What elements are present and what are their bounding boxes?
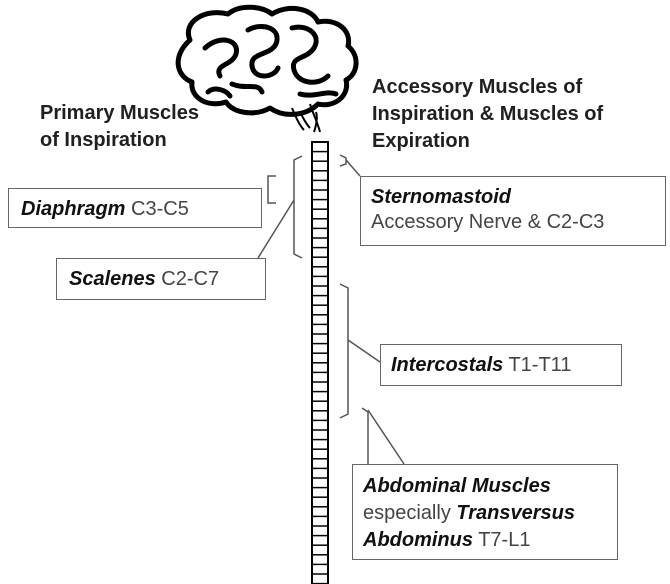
intercostals-label: Intercostals T1-T11	[380, 344, 622, 386]
diaphragm-bracket	[268, 176, 276, 203]
scalenes-label: Scalenes C2-C7	[56, 258, 266, 300]
sternomastoid-bracket	[340, 155, 346, 166]
abdominal-name2: Transversus	[456, 502, 575, 524]
diaphragm-label: Diaphragm C3-C5	[8, 188, 262, 228]
sternomastoid-name: Sternomastoid	[371, 186, 511, 208]
abdominal-qualifier: especially	[363, 502, 451, 524]
accessory-heading-line1: Accessory Muscles of	[372, 74, 603, 101]
intercostals-innervation: T1-T11	[508, 354, 571, 376]
intercostals-bracket	[340, 284, 348, 418]
primary-heading-line2: of Inspiration	[40, 127, 199, 154]
abdominal-name3: Abdominus	[363, 529, 473, 551]
diaphragm-innervation: C3-C5	[131, 198, 189, 220]
abdominal-innervation: T7-L1	[478, 529, 530, 551]
accessory-heading-line3: Expiration	[372, 128, 603, 155]
sternomastoid-connector	[346, 160, 360, 176]
intercostals-name: Intercostals	[391, 354, 503, 376]
abdominal-label: Abdominal Muscles especially Transversus…	[352, 464, 618, 560]
primary-heading: Primary Muscles of Inspiration	[40, 100, 199, 154]
scalenes-bracket	[294, 156, 302, 258]
accessory-heading: Accessory Muscles of Inspiration & Muscl…	[372, 74, 603, 155]
primary-heading-line1: Primary Muscles	[40, 100, 199, 127]
sternomastoid-innervation: Accessory Nerve & C2-C3	[371, 210, 665, 235]
scalenes-innervation: C2-C7	[161, 268, 219, 290]
accessory-heading-line2: Inspiration & Muscles of	[372, 101, 603, 128]
intercostals-connector	[348, 340, 380, 362]
scalenes-connector	[258, 200, 294, 258]
diaphragm-name: Diaphragm	[21, 198, 125, 220]
sternomastoid-label: Sternomastoid Accessory Nerve & C2-C3	[360, 176, 666, 246]
abdominal-name: Abdominal Muscles	[363, 475, 551, 497]
abdominal-connector	[368, 410, 404, 464]
scalenes-name: Scalenes	[69, 268, 156, 290]
